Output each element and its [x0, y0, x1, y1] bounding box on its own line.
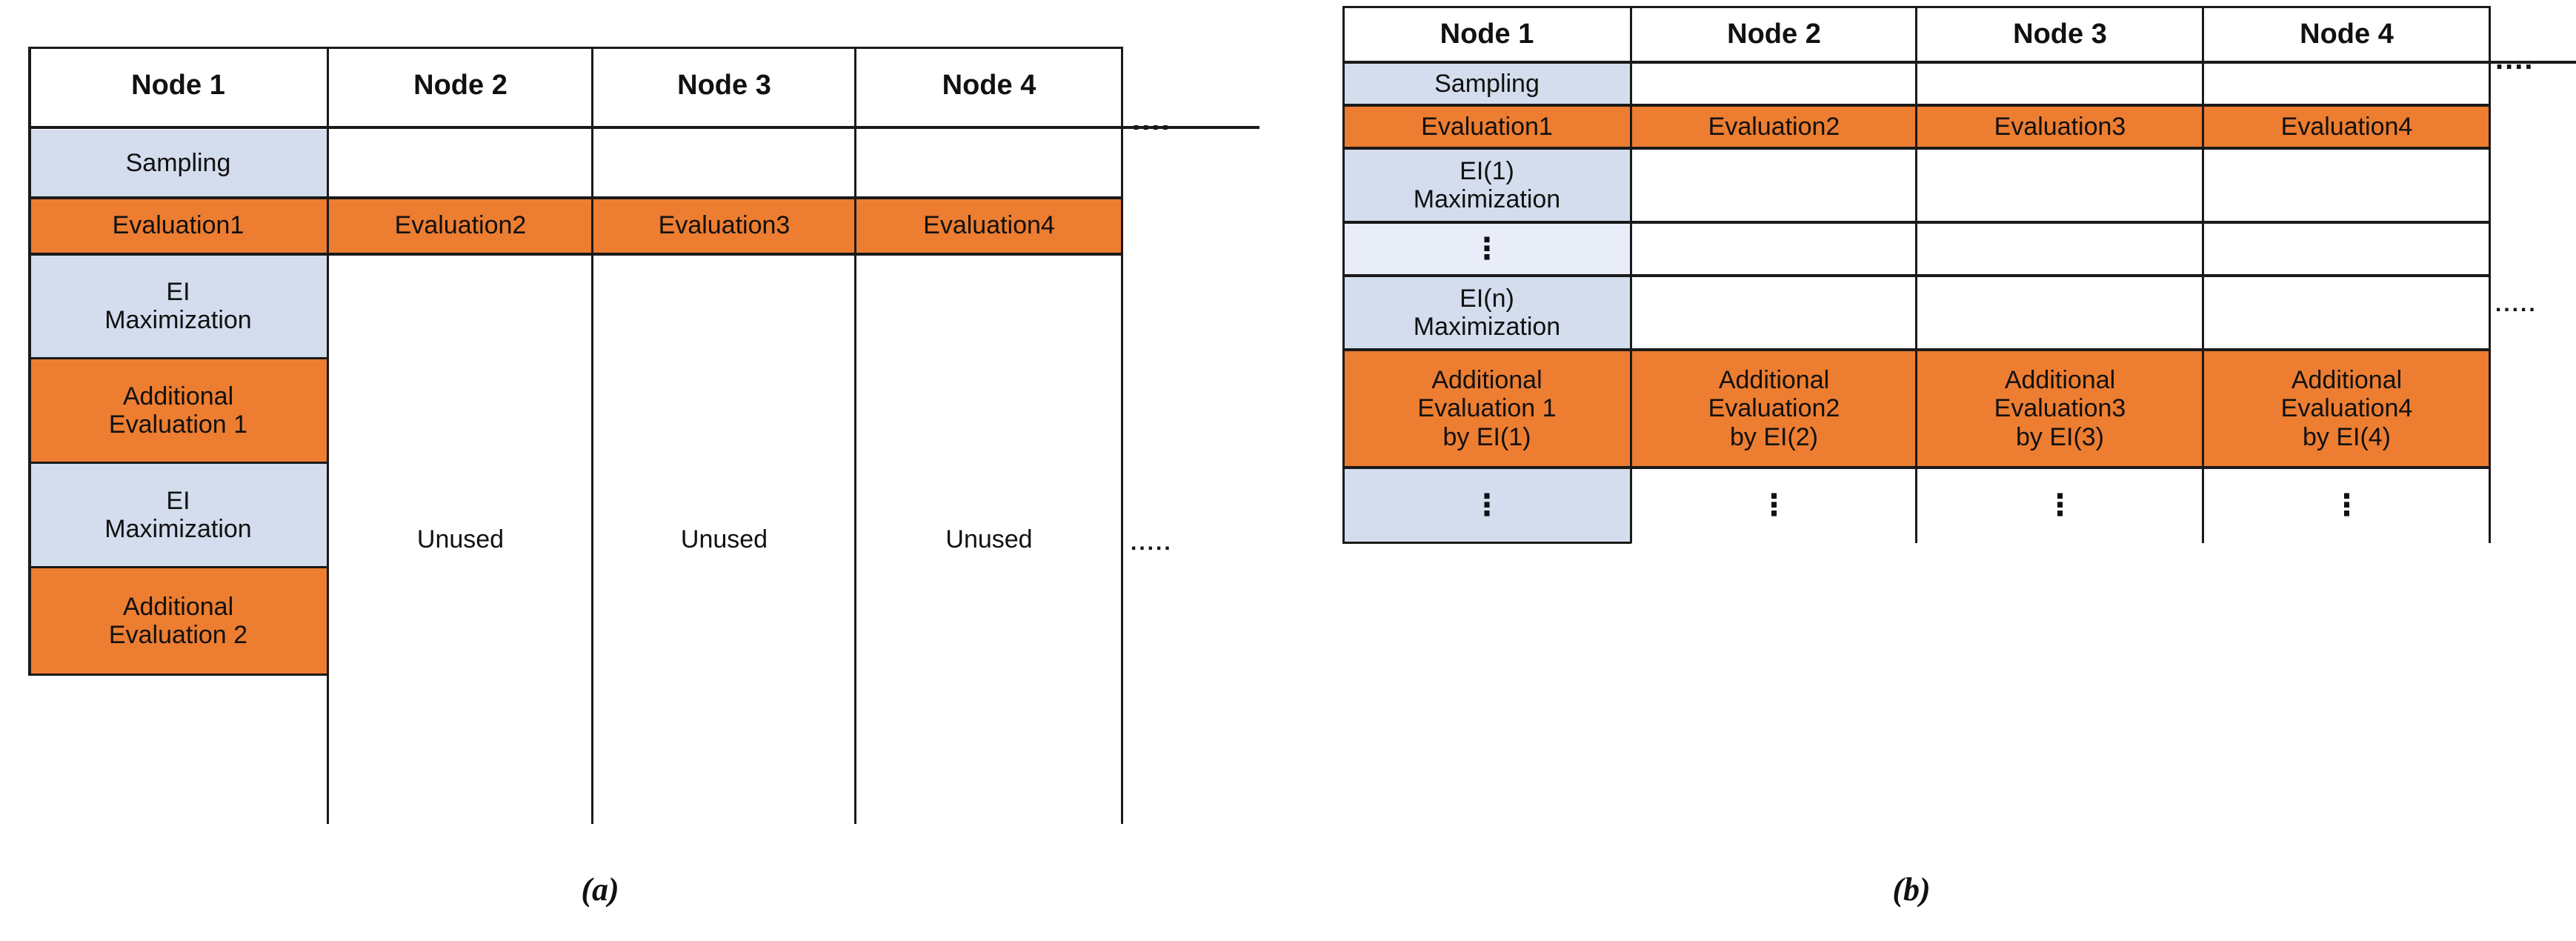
panel-a-trailing-ellipsis: ..... [1131, 531, 1173, 555]
panel-a-hline-header-top [28, 47, 1122, 49]
panel-b-cell-evaluation2: Evaluation2 [1631, 106, 1917, 147]
panel-b-cell-vdots-node-3: ⋮ [1917, 468, 2203, 542]
panel-b-cell-vdots-node-4: ⋮ [2203, 468, 2490, 542]
panel-a-cell-evaluation2: Evaluation2 [328, 199, 593, 253]
panel-a-caption: (a) [581, 871, 619, 908]
panel-a-table: Node 1 Node 2 Node 3 Node 4 .... Samplin… [28, 47, 1259, 908]
panel-a-cell-additional-evaluation-2: Additional Evaluation 2 [28, 568, 328, 674]
panel-b-cell-vdots-node-2: ⋮ [1631, 468, 1917, 542]
panel-a-header-node-1: Node 1 [28, 48, 328, 122]
panel-a-cell-unused-node-3: Unused [593, 255, 856, 824]
panel-a-cell-ei-maximization-2: EI Maximization [28, 464, 328, 566]
panel-b-cell-evaluation4: Evaluation4 [2203, 106, 2490, 147]
panel-b-cell-additional-evaluation-1: Additional Evaluation 1 by EI(1) [1342, 350, 1631, 467]
panel-b-hline-table-bottom [1342, 542, 1631, 544]
panel-b-cell-vertical-ellipsis-middle: ⋮ [1342, 223, 1631, 275]
panel-a-hline-ei1-bottom [28, 357, 328, 359]
panel-a-hline-table-bottom [28, 674, 328, 676]
panel-a-vline-col3-col4 [854, 47, 856, 824]
panel-a-cell-unused-node-2: Unused [328, 255, 593, 824]
panel-b-vline-col4-dots [2489, 6, 2491, 543]
panel-a-vline-col4-dots [1121, 47, 1123, 824]
panel-a-cell-evaluation1-text: Evaluation1 [112, 211, 244, 240]
panel-a-vline-left-edge [28, 47, 31, 675]
panel-b-cell-sampling: Sampling [1342, 63, 1631, 104]
panel-a-cell-sampling: Sampling [28, 130, 328, 196]
panel-a-hline-evaluation-bottom [28, 253, 1122, 256]
panel-b-header-node-4: Node 4 [2203, 7, 2490, 61]
panel-b-cell-evaluation1: Evaluation1 [1342, 106, 1631, 147]
panel-a-header-ellipsis: .... [1132, 104, 1171, 136]
panel-b-trailing-ellipsis: ..... [2495, 292, 2537, 316]
panel-a-vline-col1-col2 [327, 47, 329, 824]
panel-a-hline-header-bottom [28, 126, 1259, 129]
panel-b-header-ellipsis: .... [2495, 43, 2535, 76]
panel-a-cell-evaluation3: Evaluation3 [593, 199, 856, 253]
panel-b-vline-col1-col2 [1630, 6, 1632, 543]
panel-b-table: Node 1 Node 2 Node 3 Node 4 .... Samplin… [1326, 0, 2576, 941]
panel-a-hline-evaluation-top [28, 196, 1122, 199]
panel-a-cell-evaluation1: Evaluation1 [28, 199, 328, 253]
panel-b-header-node-1: Node 1 [1342, 7, 1631, 61]
panel-b-vline-left-edge [1342, 6, 1345, 543]
panel-a-cell-evaluation2-text: Evaluation2 [394, 211, 527, 240]
panel-a-cell-evaluation4: Evaluation4 [856, 199, 1122, 253]
panel-b-cell-vdots-node-1: ⋮ [1342, 468, 1631, 542]
panel-a-cell-additional-evaluation-1: Additional Evaluation 1 [28, 359, 328, 462]
panel-b-cell-evaluation3: Evaluation3 [1917, 106, 2203, 147]
panel-a-header-node-2: Node 2 [328, 48, 593, 122]
panel-b-caption: (b) [1892, 871, 1931, 908]
panel-b-cell-additional-evaluation-3: Additional Evaluation3 by EI(3) [1917, 350, 2203, 467]
panel-b-hline-header-bottom [1342, 61, 2576, 64]
panel-a-hline-ei2-bottom [28, 566, 328, 568]
panel-a-cell-unused-node-4: Unused [856, 255, 1122, 824]
panel-a-cell-evaluation3-text: Evaluation3 [658, 211, 791, 240]
panel-b-cell-additional-evaluation-2: Additional Evaluation2 by EI(2) [1631, 350, 1917, 467]
panel-b-header-node-2: Node 2 [1631, 7, 1917, 61]
panel-b-vline-col3-col4 [2202, 6, 2204, 543]
panel-a-cell-evaluation4-text: Evaluation4 [923, 211, 1055, 240]
panel-b-cell-ei1-maximization: EI(1) Maximization [1342, 149, 1631, 222]
panel-b-header-node-3: Node 3 [1917, 7, 2203, 61]
panel-a-cell-ei-maximization-1: EI Maximization [28, 255, 328, 357]
panel-a-cell-sampling-text: Sampling [125, 148, 231, 177]
panel-b-cell-ein-maximization: EI(n) Maximization [1342, 276, 1631, 349]
panel-a-header-node-3: Node 3 [593, 48, 856, 122]
panel-a-vline-col2-col3 [591, 47, 593, 824]
panel-a-hline-add1-bottom [28, 462, 328, 464]
panel-b-vline-col2-col3 [1915, 6, 1917, 543]
panel-a-header-node-4: Node 4 [856, 48, 1122, 122]
panel-b-cell-additional-evaluation-4: Additional Evaluation4 by EI(4) [2203, 350, 2490, 467]
